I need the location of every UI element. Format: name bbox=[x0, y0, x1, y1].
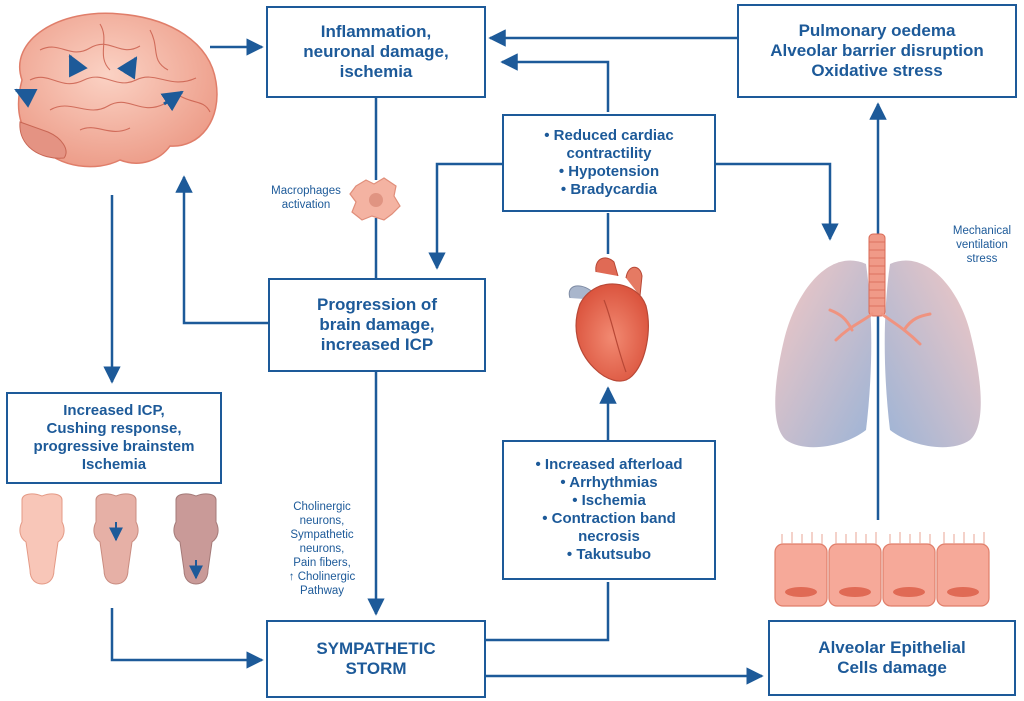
brainstem-icon bbox=[19, 493, 219, 585]
afterload-line-4: • Contraction band bbox=[542, 510, 676, 527]
alveolar-damage-box: Alveolar Epithelial Cells damage bbox=[768, 620, 1016, 696]
cholinergic-line-6: ↑ Cholinergic bbox=[288, 571, 356, 583]
increased-icp-box: Increased ICP, Cushing response, progres… bbox=[6, 392, 222, 484]
afterload-line-3: • Ischemia bbox=[572, 492, 646, 509]
inflammation-line-1: Inflammation, bbox=[320, 22, 432, 41]
arrow-cardiac-to-lungs bbox=[716, 162, 839, 241]
cholinergic-line-2: neurons, bbox=[299, 515, 345, 527]
cholinergic-line-4: neurons, bbox=[299, 543, 345, 555]
inflammation-line-3: ischemia bbox=[339, 62, 413, 81]
cardiac-line-3: • Hypotension bbox=[558, 163, 660, 180]
icp-line-2: Cushing response, bbox=[46, 420, 182, 437]
afterload-line-2: • Arrhythmias bbox=[560, 474, 658, 491]
lungs-icon bbox=[775, 233, 981, 448]
afterload-line-6: • Takutsubo bbox=[566, 546, 652, 563]
alveolar-line-2: Cells damage bbox=[837, 658, 947, 677]
cardiac-line-4: • Bradycardia bbox=[560, 181, 658, 198]
inflammation-box: Inflammation, neuronal damage, ischemia bbox=[266, 6, 486, 98]
storm-line-2: STORM bbox=[345, 659, 407, 678]
connectors bbox=[103, 29, 887, 685]
heart-icon bbox=[568, 257, 649, 382]
progression-line-1: Progression of bbox=[317, 295, 437, 314]
progression-line-2: brain damage, bbox=[319, 315, 435, 334]
cholinergic-line-1: Cholinergic bbox=[293, 501, 351, 513]
cardiac-line-1: • Reduced cardiac bbox=[544, 127, 674, 144]
macrophages-label: Macrophages activation bbox=[262, 184, 350, 212]
icp-line-1: Increased ICP, bbox=[63, 402, 165, 419]
mechanical-line-2: ventilation bbox=[956, 239, 1008, 251]
cholinergic-label: Cholinergic neurons, Sympathetic neurons… bbox=[282, 500, 362, 598]
mechanical-ventilation-label: Mechanical ventilation stress bbox=[944, 224, 1020, 266]
cardiac-effects-box: • Reduced cardiac contractility • Hypote… bbox=[502, 114, 716, 212]
pulmonary-line-2: Alveolar barrier disruption bbox=[770, 41, 984, 60]
macrophages-line-1: Macrophages bbox=[271, 185, 341, 197]
cholinergic-line-5: Pain fibers, bbox=[293, 557, 351, 569]
arrow-brainstem-to-storm bbox=[110, 608, 264, 669]
alveolar-line-1: Alveolar Epithelial bbox=[818, 638, 966, 657]
epithelial-cells-icon bbox=[774, 532, 990, 607]
pulmonary-line-3: Oxidative stress bbox=[811, 61, 943, 80]
cardiac-line-2: contractility bbox=[566, 145, 652, 162]
icp-line-4: Ischemia bbox=[81, 456, 147, 473]
pulmonary-line-1: Pulmonary oedema bbox=[798, 21, 956, 40]
storm-line-1: SYMPATHETIC bbox=[316, 639, 436, 658]
arrow-cardiac-to-inflammation bbox=[500, 53, 610, 112]
cholinergic-line-7: Pathway bbox=[299, 585, 345, 597]
icp-line-3: progressive brainstem bbox=[33, 438, 195, 455]
mechanical-line-3: stress bbox=[966, 253, 998, 265]
brain-icon bbox=[14, 12, 218, 168]
afterload-line-5: necrosis bbox=[578, 528, 640, 545]
mechanical-line-1: Mechanical bbox=[952, 225, 1012, 237]
progression-box: Progression of brain damage, increased I… bbox=[268, 278, 486, 372]
inflammation-line-2: neuronal damage, bbox=[303, 42, 449, 61]
macrophage-icon bbox=[349, 177, 401, 221]
progression-line-3: increased ICP bbox=[320, 335, 434, 354]
cholinergic-line-3: Sympathetic bbox=[290, 529, 354, 541]
macrophages-line-2: activation bbox=[281, 199, 331, 211]
arrow-cardiac-to-progression bbox=[428, 162, 502, 270]
afterload-box: • Increased afterload • Arrhythmias • Is… bbox=[502, 440, 716, 580]
line-storm-to-afterload bbox=[486, 582, 610, 642]
sympathetic-storm-box: SYMPATHETIC STORM bbox=[266, 620, 486, 698]
arrow-progression-to-brain bbox=[175, 175, 268, 325]
afterload-line-1: • Increased afterload bbox=[535, 456, 683, 473]
pulmonary-box: Pulmonary oedema Alveolar barrier disrup… bbox=[737, 4, 1017, 98]
